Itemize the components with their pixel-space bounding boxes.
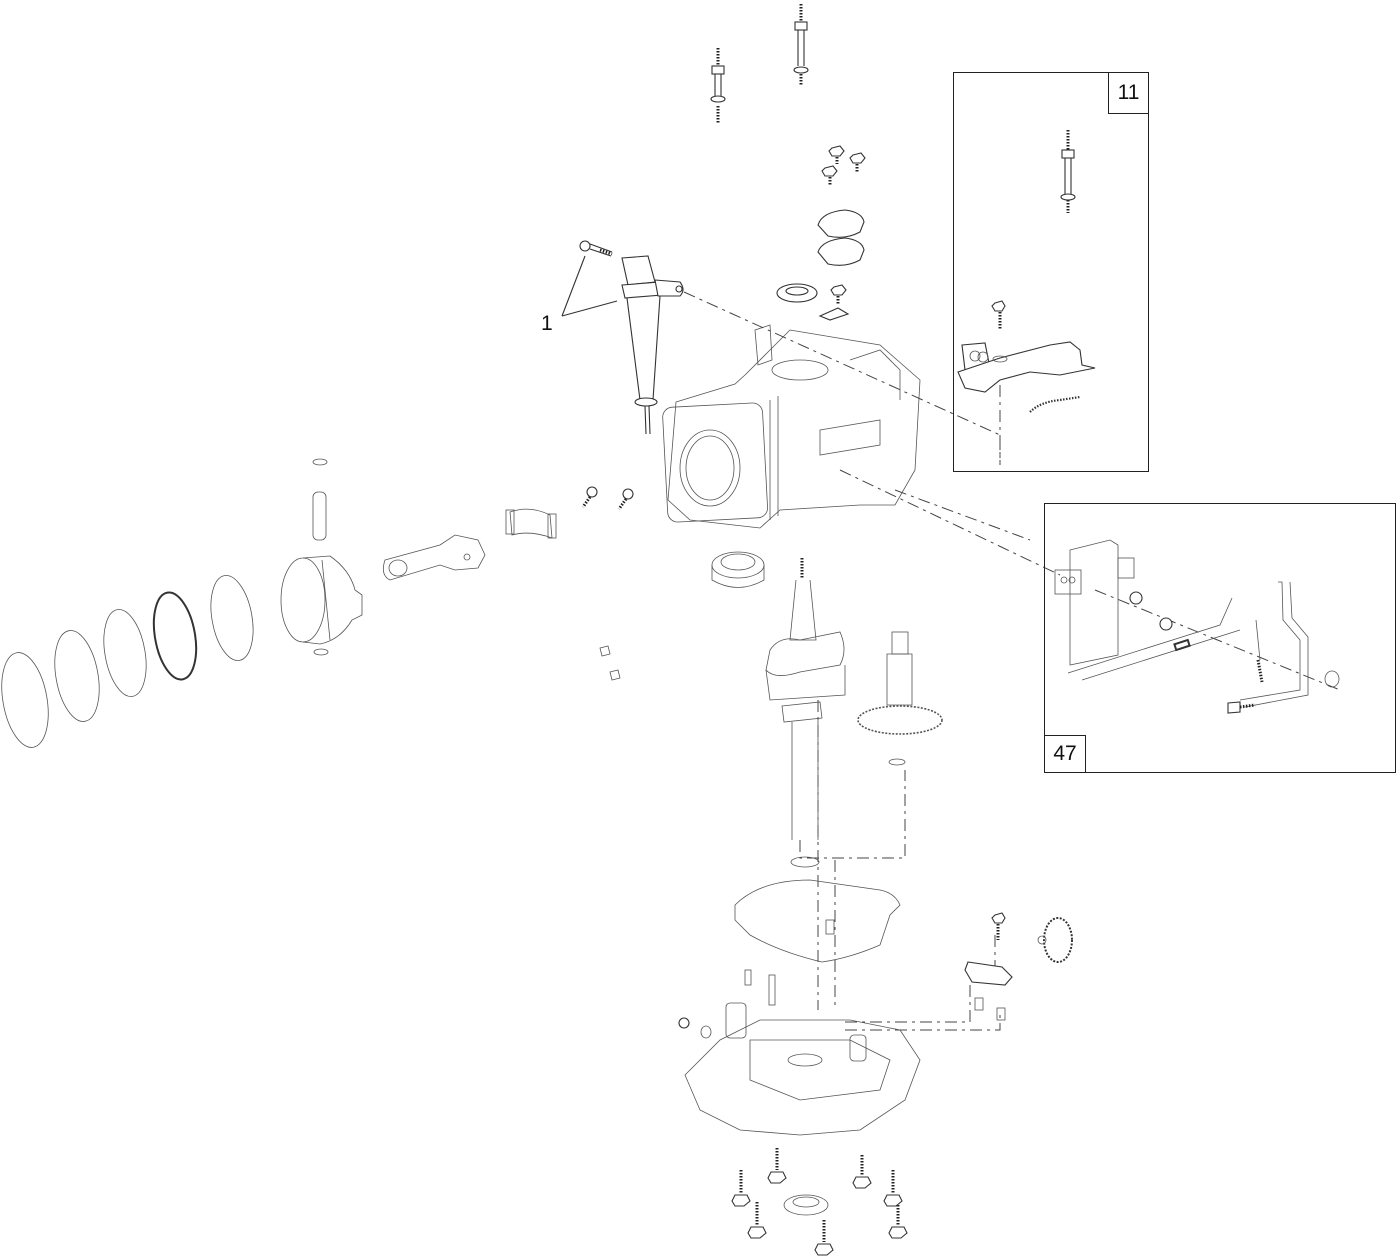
inset-box-47 bbox=[1044, 503, 1396, 773]
cylinder-block bbox=[662, 324, 921, 529]
oil-sump bbox=[678, 969, 921, 1136]
inset-47-parts bbox=[1054, 539, 1340, 714]
governor-gear bbox=[1037, 917, 1073, 963]
oil-seal-bottom bbox=[783, 1194, 829, 1216]
locating-dowels bbox=[599, 645, 621, 681]
callout-11-label: 11 bbox=[1117, 81, 1140, 104]
crankcase-gasket bbox=[734, 879, 901, 963]
breather-bolts bbox=[821, 145, 866, 186]
head-stud-right bbox=[793, 4, 809, 86]
head-stud-left bbox=[710, 48, 726, 123]
breather-cover-and-gasket bbox=[817, 209, 865, 266]
callout-47-tag: 47 bbox=[1044, 735, 1086, 773]
callout-1-leaders bbox=[561, 255, 618, 317]
sump-bolts bbox=[731, 1148, 908, 1256]
crankshaft bbox=[765, 558, 846, 868]
governor-bracket bbox=[964, 912, 1013, 1021]
oil-seal-top bbox=[776, 283, 850, 321]
dipstick-tube bbox=[579, 240, 684, 435]
callout-47-label: 47 bbox=[1053, 742, 1077, 765]
inset-box-11 bbox=[953, 72, 1149, 472]
connecting-rod bbox=[382, 534, 486, 581]
inset-11-parts bbox=[957, 130, 1096, 465]
piston-rings bbox=[1, 575, 254, 748]
piston bbox=[280, 458, 363, 656]
callout-1-label: 1 bbox=[541, 312, 553, 335]
camshaft-gear bbox=[857, 631, 943, 766]
main-bearing bbox=[711, 551, 765, 588]
rod-cap-and-bolts bbox=[505, 486, 634, 539]
callout-11-tag: 11 bbox=[1108, 72, 1149, 114]
